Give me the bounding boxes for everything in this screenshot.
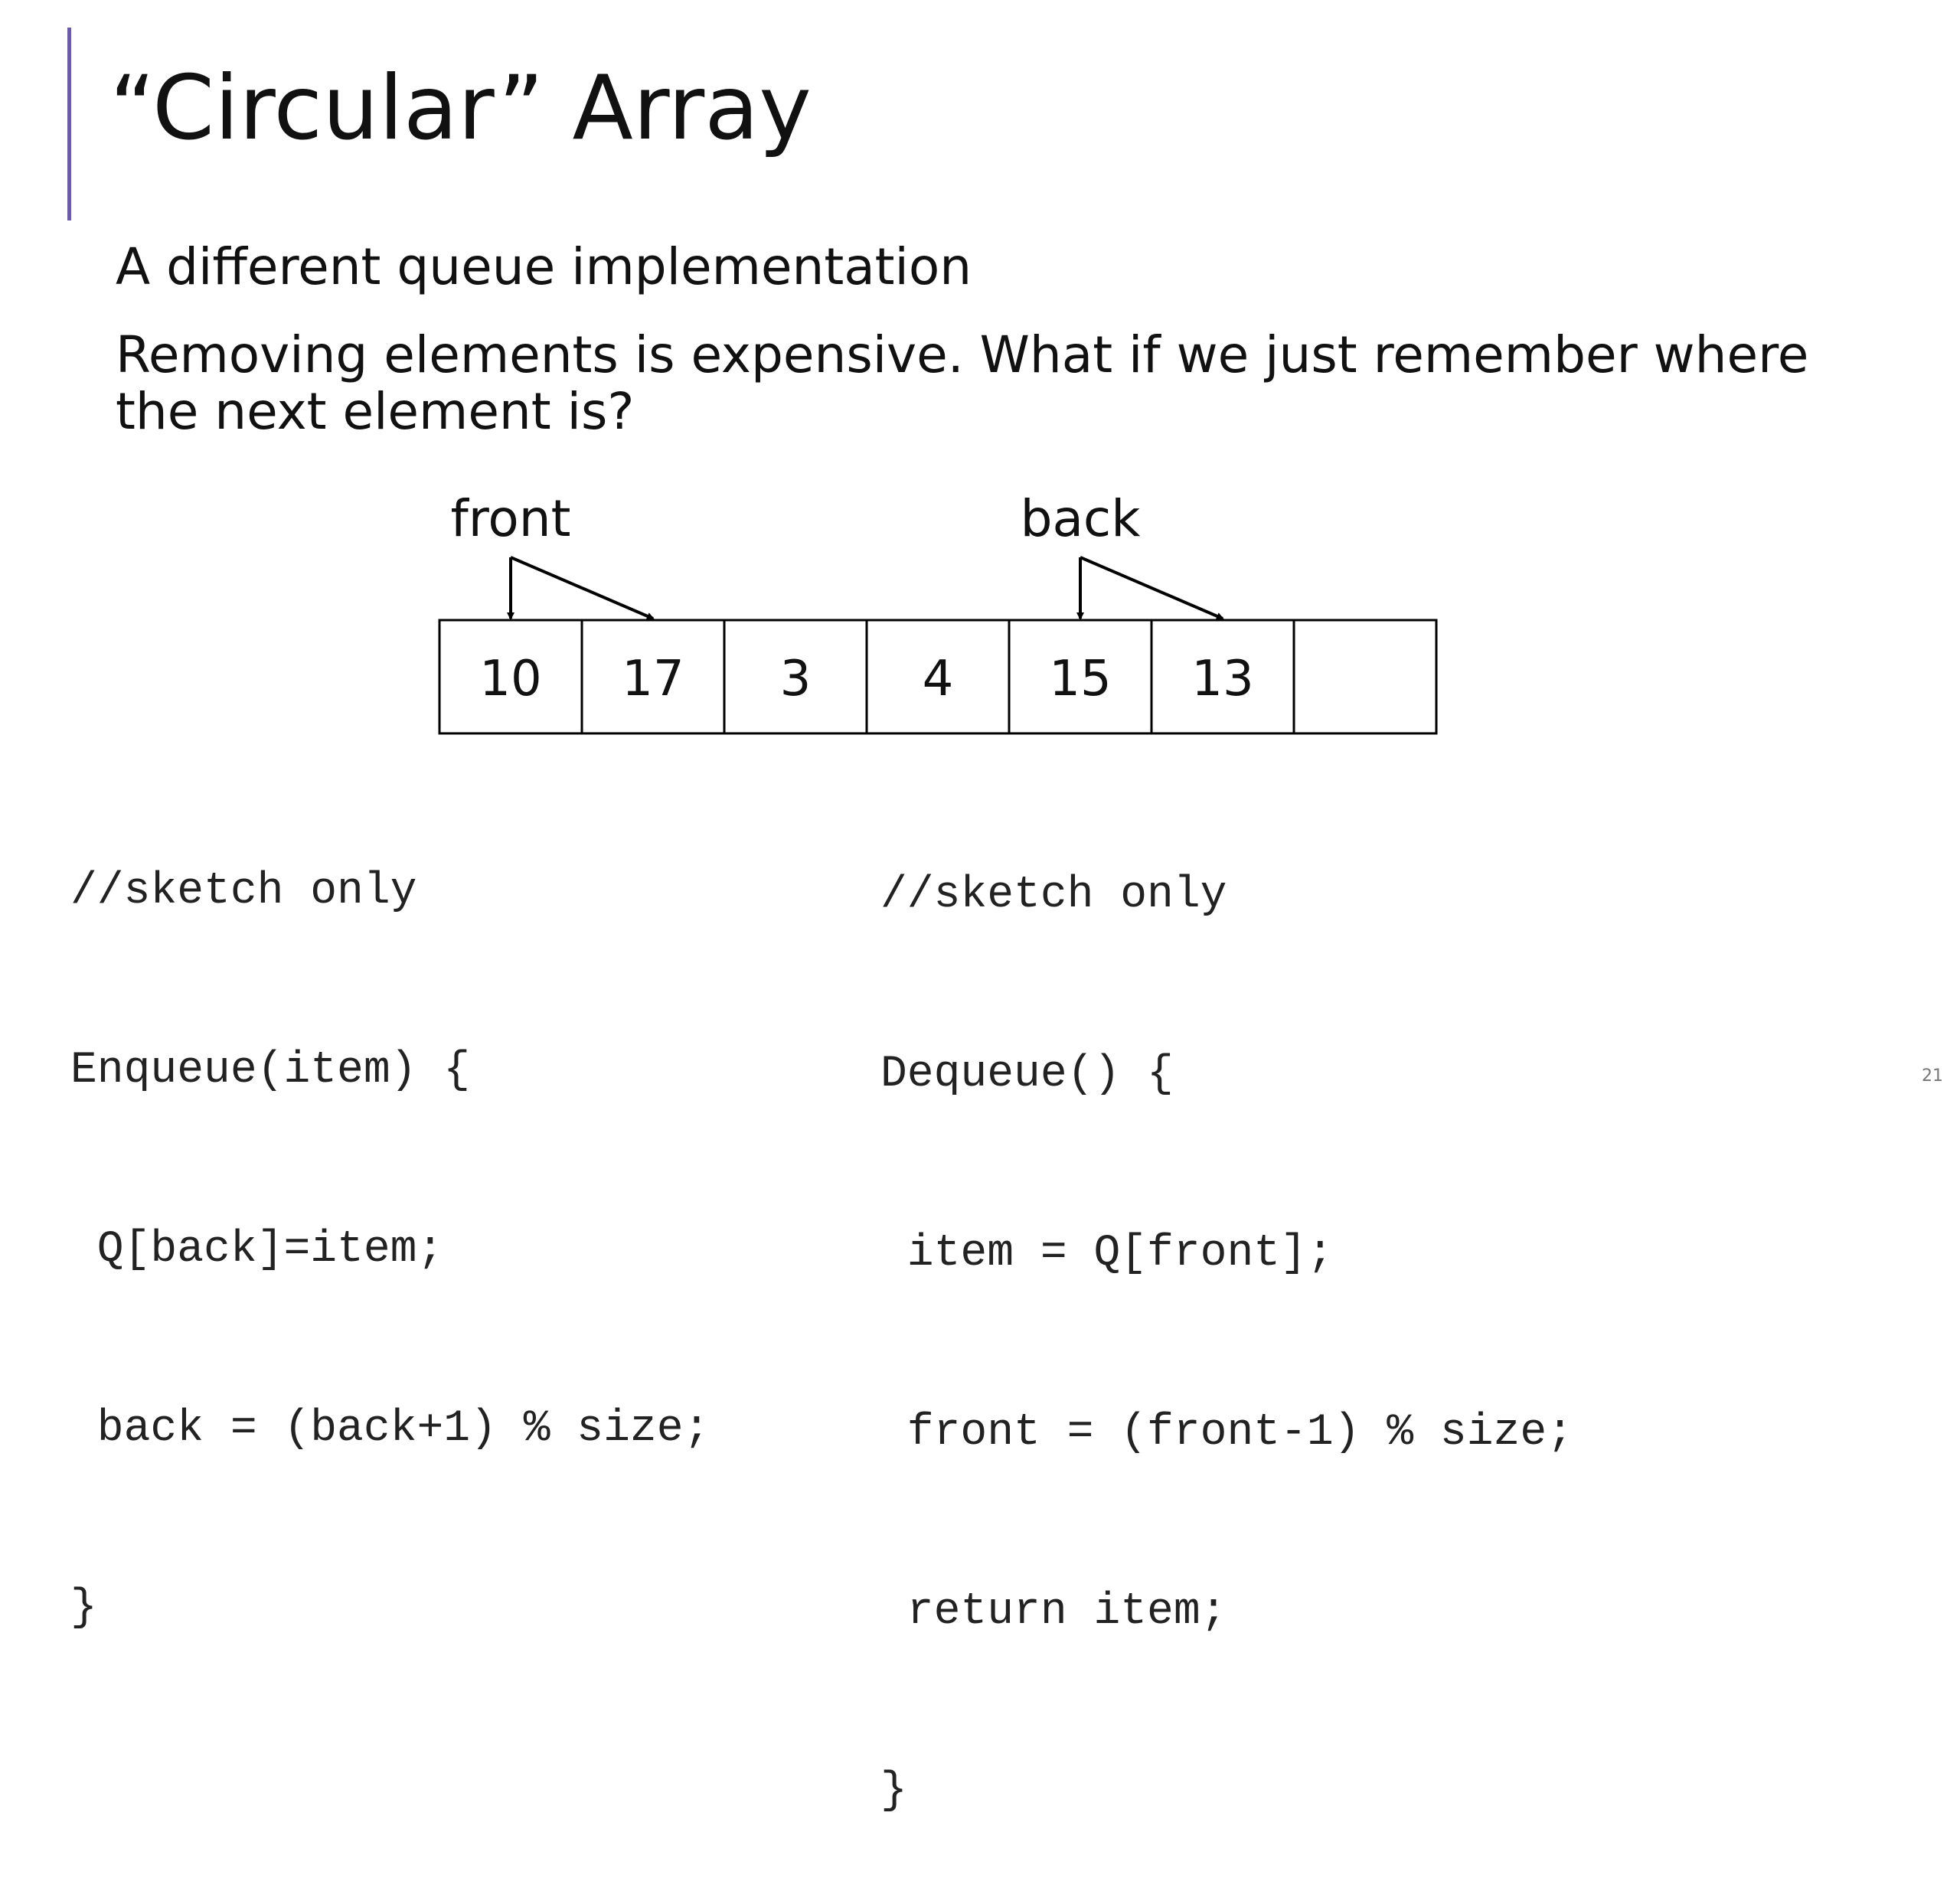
front-pointer-next-arrow bbox=[510, 556, 655, 620]
code-line: } bbox=[70, 1583, 97, 1633]
back-pointer: back bbox=[1021, 489, 1224, 620]
code-line: //sketch only bbox=[880, 870, 1227, 920]
code-line: //sketch only bbox=[70, 867, 417, 916]
array-cell-value: 17 bbox=[622, 651, 684, 707]
array-cell-box bbox=[1008, 619, 1153, 735]
array-cell: 15 bbox=[1008, 619, 1153, 735]
array-cell-box bbox=[580, 619, 726, 735]
array-cell: 3 bbox=[723, 619, 868, 735]
array-cell-box bbox=[438, 619, 583, 735]
array-cell: 10 bbox=[438, 619, 583, 735]
array-cell-value: 3 bbox=[780, 651, 812, 707]
code-line: Enqueue(item) { bbox=[70, 1046, 471, 1096]
slide-title: “Circular” Array bbox=[109, 57, 812, 160]
code-line: return item; bbox=[880, 1587, 1227, 1637]
array-cell-box bbox=[865, 619, 1011, 735]
array-cell bbox=[1292, 619, 1438, 735]
array-cell-value: 4 bbox=[923, 651, 954, 707]
back-pointer-label: back bbox=[1021, 489, 1142, 548]
code-line: back = (back+1) % size; bbox=[70, 1404, 710, 1454]
dequeue-code-block: //sketch only Dequeue() { item = Q[front… bbox=[880, 746, 1573, 1881]
front-pointer: front bbox=[450, 489, 655, 620]
array-cells: 10 17 3 4 15 13 bbox=[438, 619, 1438, 735]
array-pointers: front back bbox=[450, 489, 1224, 620]
array-cell: 4 bbox=[865, 619, 1011, 735]
title-accent-bar bbox=[67, 28, 71, 220]
enqueue-code-block: //sketch only Enqueue(item) { Q[back]=it… bbox=[70, 743, 710, 1698]
code-line: } bbox=[880, 1766, 907, 1816]
array-cell-box bbox=[723, 619, 868, 735]
array-cell-value: 13 bbox=[1191, 651, 1253, 707]
array-cell: 17 bbox=[580, 619, 726, 735]
body-line-1: A different queue implementation bbox=[116, 237, 972, 296]
array-cell: 13 bbox=[1150, 619, 1295, 735]
front-pointer-label: front bbox=[450, 489, 570, 548]
array-cell-box bbox=[1292, 619, 1438, 735]
code-line: item = Q[front]; bbox=[880, 1229, 1334, 1278]
array-cell-box bbox=[1150, 619, 1295, 735]
array-cell-value: 10 bbox=[479, 651, 541, 707]
code-line: front = (front-1) % size; bbox=[880, 1408, 1573, 1458]
code-line: Q[back]=item; bbox=[70, 1225, 444, 1275]
body-line-2: Removing elements is expensive. What if … bbox=[116, 325, 1809, 441]
array-cell-value: 15 bbox=[1049, 651, 1111, 707]
back-pointer-next-arrow bbox=[1080, 556, 1224, 620]
page-number: 21 bbox=[1922, 1066, 1943, 1086]
code-line: Dequeue() { bbox=[880, 1050, 1174, 1099]
